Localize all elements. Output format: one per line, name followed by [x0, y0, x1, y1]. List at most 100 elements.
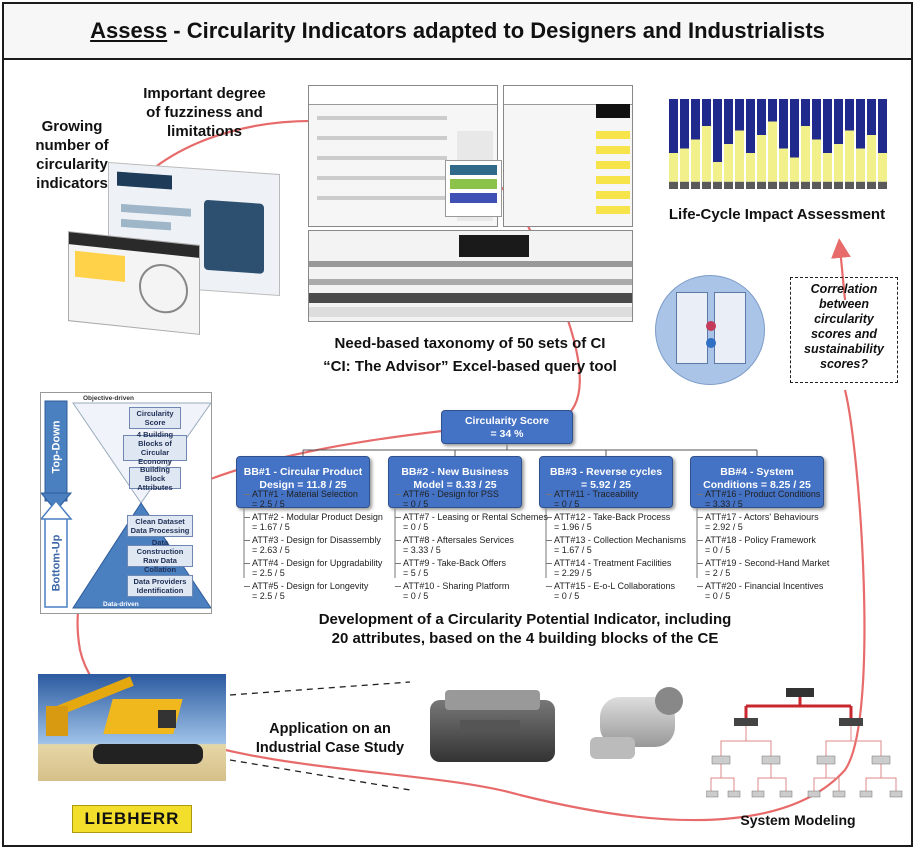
title-bar: Assess - Circularity Indicators adapted …	[4, 4, 911, 60]
lca-bar-bottom	[757, 135, 766, 182]
bb4-title: BB#4 - System	[720, 466, 794, 478]
fuzziness-line-2: of fuzziness and	[146, 104, 263, 121]
bb3-title: BB#3 - Reverse cycles	[549, 466, 663, 478]
lca-bar-base	[768, 181, 777, 189]
lca-bar-top	[856, 99, 865, 149]
attribute-17: ATT#17 - Actors' Behaviours= 2.92 / 5	[697, 512, 829, 532]
lca-bar-top	[691, 99, 700, 140]
lca-bar-base	[713, 181, 722, 189]
lca-bar-bottom	[702, 126, 711, 182]
growing-line-3: circularity	[36, 156, 108, 173]
lca-bar-bottom	[812, 139, 821, 182]
lca-bar-base	[878, 181, 887, 189]
application-label: Application on an Industrial Case Study	[240, 720, 420, 758]
correlation-line-3: circularity	[814, 312, 874, 326]
correlation-line-6: scores?	[820, 357, 868, 371]
pyramid-level-clean-dataset: Clean Dataset Data Processing	[127, 515, 193, 537]
attribute-12: ATT#12 - Take-Back Process= 1.96 / 5	[546, 512, 686, 532]
lca-bar-top	[790, 99, 799, 158]
lca-bar-base	[757, 181, 766, 189]
lca-bar-base	[669, 181, 678, 189]
bb4-score: Conditions = 8.25 / 25	[703, 479, 811, 491]
lca-bar-bottom	[669, 153, 678, 182]
lca-bar-base	[812, 181, 821, 189]
attribute-2: ATT#2 - Modular Product Design= 1.67 / 5	[244, 512, 383, 532]
growing-line-2: number of	[35, 137, 109, 154]
data-driven-label: Data-driven	[103, 601, 139, 608]
lca-bar-top	[801, 99, 810, 126]
lca-bar-top	[702, 99, 711, 126]
lca-bar-top	[680, 99, 689, 149]
lca-bar-top	[812, 99, 821, 140]
attribute-1: ATT#1 - Material Selection= 2.5 / 5	[244, 489, 383, 509]
attribute-16: ATT#16 - Product Conditions= 3.33 / 5	[697, 489, 829, 509]
taxonomy-sheet-image-3	[308, 230, 633, 322]
lca-bar-base	[680, 181, 689, 189]
lca-bar-base	[823, 181, 832, 189]
generator-image	[580, 682, 700, 777]
lca-bar-base	[801, 181, 810, 189]
lca-bar-base	[867, 181, 876, 189]
lca-bar-bottom	[768, 121, 777, 182]
bb2-score: Model = 8.33 / 25	[413, 479, 497, 491]
lca-bar-base	[691, 181, 700, 189]
lca-bar-top	[768, 99, 777, 122]
taxonomy-label: Need-based taxonomy of 50 sets of CI	[334, 335, 606, 352]
attribute-9: ATT#9 - Take-Back Offers= 5 / 5	[395, 558, 548, 578]
pyramid-level-data-providers: Data Providers Identification	[127, 575, 193, 597]
lca-bar-base	[735, 181, 744, 189]
flow-arrow-to-lca	[831, 238, 851, 301]
attribute-15: ATT#15 - E-o-L Collaborations= 0 / 5	[546, 581, 686, 601]
circularity-score-box: Circularity Score = 34 %	[441, 410, 573, 444]
application-line-2: Industrial Case Study	[255, 740, 405, 756]
lca-bar-bottom	[746, 153, 755, 182]
lca-bar-top	[779, 99, 788, 149]
application-line-1: Application on an	[269, 721, 391, 737]
lca-bar-bottom	[801, 126, 810, 182]
dashed-link-bottom	[229, 759, 411, 791]
attribute-10: ATT#10 - Sharing Platform= 0 / 5	[395, 581, 548, 601]
bb4-attribute-list: ATT#16 - Product Conditions= 3.33 / 5 AT…	[697, 489, 829, 601]
lca-bar-top	[735, 99, 744, 131]
system-model-tree-image	[706, 688, 903, 798]
title-prefix: Assess	[90, 18, 168, 43]
liebherr-logo-text: LIEBHERR	[84, 809, 180, 828]
bb1-title: BB#1 - Circular Product	[243, 466, 363, 478]
lca-bar-bottom	[845, 130, 854, 182]
pyramid-level-attributes: Building Block Attributes	[129, 465, 181, 492]
lca-bar-base	[834, 181, 843, 189]
lca-stacked-chart	[669, 99, 887, 189]
lca-bar-bottom	[691, 139, 700, 182]
attribute-13: ATT#13 - Collection Mechanisms= 1.67 / 5	[546, 535, 686, 555]
development-label: Development of a Circularity Potential I…	[250, 610, 800, 648]
lca-bar-bottom	[823, 153, 832, 182]
bb2-title: BB#2 - New Business	[401, 466, 509, 478]
lca-bar-bottom	[779, 148, 788, 182]
lca-bar-bottom	[878, 153, 887, 182]
lca-bar-top	[878, 99, 887, 153]
lca-bar-base	[746, 181, 755, 189]
lca-bar-bottom	[790, 157, 799, 182]
pyramid-level-circularity-score: Circularity Score	[129, 407, 181, 429]
figure-title: Assess - Circularity Indicators adapted …	[90, 18, 825, 44]
building-block-3-box: BB#3 - Reverse cycles= 5.92 / 25	[539, 456, 673, 508]
data-pyramid: Top-Down Bottom-Up Objective-driven Data…	[40, 392, 212, 614]
lca-bar-top	[713, 99, 722, 162]
lca-bar-top	[823, 99, 832, 153]
attribute-8: ATT#8 - Aftersales Services= 3.33 / 5	[395, 535, 548, 555]
correlation-line-2: between	[818, 297, 869, 311]
liebherr-logo: LIEBHERR	[72, 805, 192, 833]
objective-driven-label: Objective-driven	[83, 395, 134, 402]
excavator-image	[38, 674, 226, 781]
lca-label: Life-Cycle Impact Assessment	[668, 206, 886, 223]
lca-bar-top	[724, 99, 733, 144]
lca-bar-bottom	[834, 144, 843, 182]
correlation-line-5: sustainability	[804, 342, 884, 356]
attribute-4: ATT#4 - Design for Upgradability= 2.5 / …	[244, 558, 383, 578]
attribute-3: ATT#3 - Design for Disassembly= 2.63 / 5	[244, 535, 383, 555]
correlation-line-1: Correlation	[810, 282, 878, 296]
lca-bar-top	[669, 99, 678, 153]
correlation-flowchart-image	[655, 275, 765, 385]
lca-bar-bottom	[680, 148, 689, 182]
